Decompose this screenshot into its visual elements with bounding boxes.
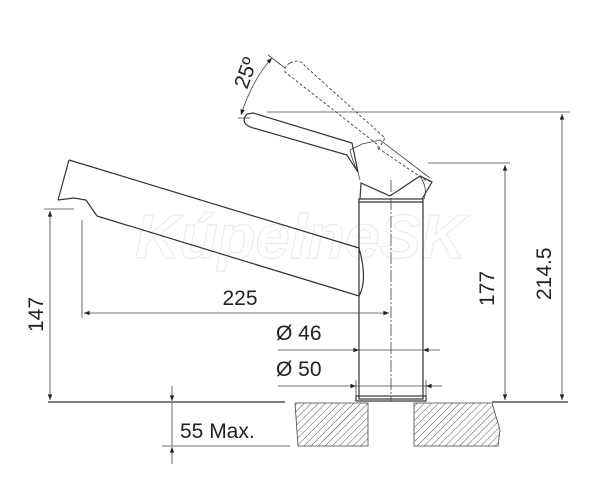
counter-thickness-label: 55 Max. xyxy=(180,420,255,443)
handle-closed xyxy=(243,112,359,173)
body-height-dimension: 177 xyxy=(428,162,510,401)
counter-left-section xyxy=(294,402,369,447)
spout xyxy=(57,159,365,297)
total-height-label: 214.5 xyxy=(533,247,556,300)
spout-height-dimension: 147 xyxy=(25,208,74,401)
diameter-50-label: Ø 50 xyxy=(276,358,322,381)
angle-label: 25º xyxy=(230,54,262,91)
angle-dimension: 25º xyxy=(230,54,286,119)
spout-height-label: 147 xyxy=(25,297,48,332)
handle-open xyxy=(284,60,386,152)
body-height-label: 177 xyxy=(476,271,499,306)
spout-reach-dimension: 225 xyxy=(81,220,390,318)
countertop xyxy=(48,401,568,447)
diameter-46-label: Ø 46 xyxy=(276,322,322,345)
watermark: KúpelneSK xyxy=(135,203,470,272)
diameter-46-dimension: Ø 46 xyxy=(276,322,440,353)
total-height-dimension: 214.5 xyxy=(267,111,570,401)
counter-thickness-dimension: 55 Max. xyxy=(162,386,290,464)
diameter-50-dimension: Ø 50 xyxy=(276,358,442,398)
spout-reach-label: 225 xyxy=(222,287,257,310)
counter-right-section xyxy=(413,402,501,447)
faucet-body xyxy=(349,139,433,402)
